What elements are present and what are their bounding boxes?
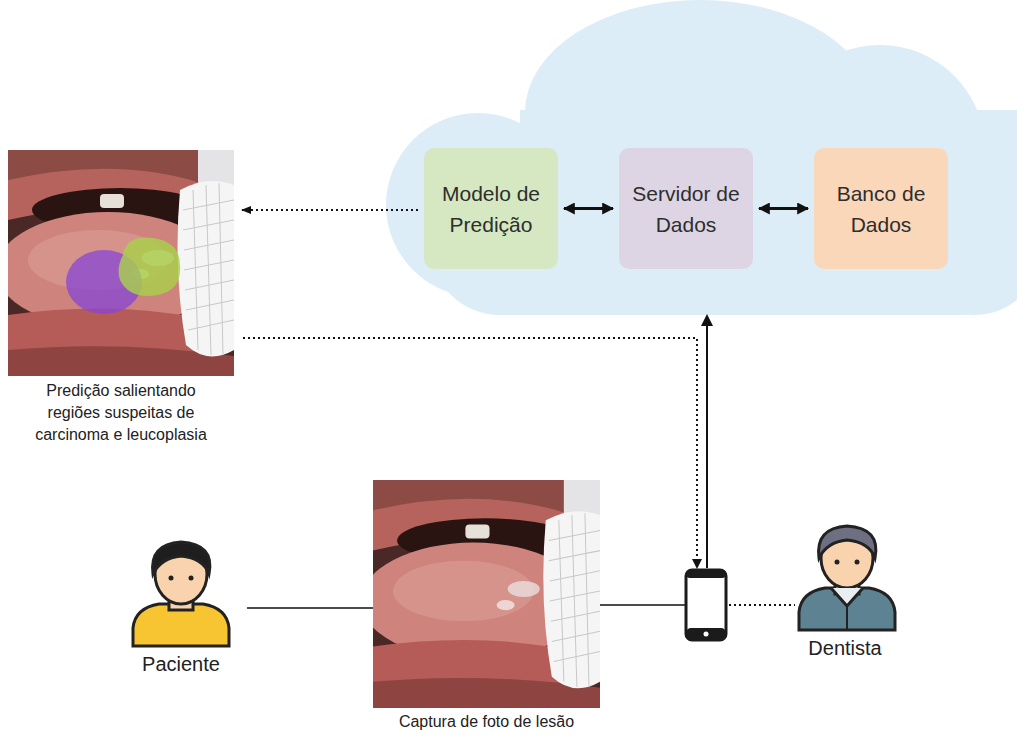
phone-icon <box>686 570 726 640</box>
capture-photo: Captura de foto de lesão <box>373 480 600 732</box>
box-label: Banco de Dados <box>824 178 938 240</box>
box-label: Modelo de Predição <box>434 178 548 240</box>
caption-text: Predição salientando regiões suspeitas d… <box>21 380 221 446</box>
text-group: Paciente <box>122 652 240 676</box>
lesion-photo <box>373 480 600 708</box>
dentist-figure: Dentista <box>795 520 895 660</box>
process-box: Servidor de Dados <box>619 148 753 269</box>
person-icon <box>129 536 233 648</box>
lesion-photo <box>8 150 234 376</box>
cloud <box>386 0 1017 315</box>
patient-figure: Paciente <box>122 536 240 676</box>
text-group: Modelo de Predição <box>434 178 548 240</box>
caption-text: Dentista <box>790 636 900 660</box>
text-group: Banco de Dados <box>824 178 938 240</box>
connector <box>759 207 808 210</box>
text-group: Dentista <box>790 636 900 660</box>
text-group: Servidor de Dados <box>629 178 743 240</box>
connector <box>242 209 418 211</box>
person-icon <box>795 520 899 632</box>
connector <box>247 607 373 609</box>
process-box: Modelo de Predição <box>424 148 558 269</box>
caption-text: Captura de foto de lesão <box>367 712 607 732</box>
text-group: Captura de foto de lesão <box>367 712 607 732</box>
caption-text: Paciente <box>122 652 240 676</box>
text-group: Predição salientando regiões suspeitas d… <box>21 380 221 446</box>
process-box: Banco de Dados <box>814 148 948 269</box>
connector <box>564 207 613 210</box>
box-label: Servidor de Dados <box>629 178 743 240</box>
prediction-photo: Predição salientando regiões suspeitas d… <box>8 150 234 446</box>
